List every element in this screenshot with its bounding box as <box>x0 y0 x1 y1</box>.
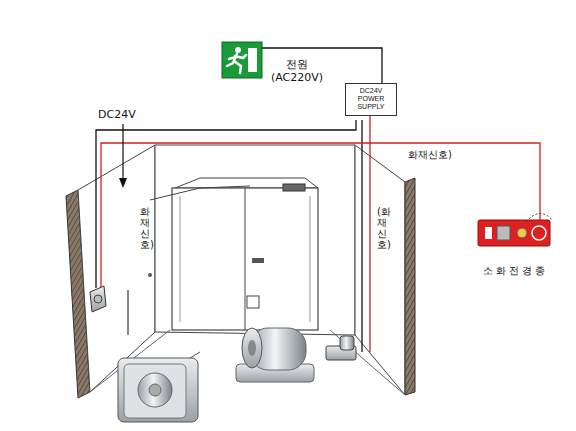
door-plate <box>247 296 259 308</box>
door-handle <box>148 273 152 277</box>
door-holder-front <box>124 364 186 418</box>
door-frame <box>172 188 318 330</box>
left-wall <box>78 145 155 392</box>
door-holder-face <box>138 373 172 407</box>
exit-figure <box>235 47 241 53</box>
exit-figure <box>227 54 246 73</box>
exit-sign <box>222 42 262 78</box>
fire-bell-unit: 소 화 전 경 종 <box>472 214 556 278</box>
fire-bell-sound <box>526 213 552 222</box>
door-panel <box>180 196 181 322</box>
door-panel <box>310 196 311 322</box>
dc24v-arrowhead <box>119 178 127 188</box>
fire-bell-button <box>497 226 510 240</box>
box-label: DC24V POWER SUPPLY <box>348 87 394 111</box>
power-label: DC24V <box>98 108 136 121</box>
dc24v-arrow <box>122 124 123 180</box>
signal-label: 화재신호) <box>408 149 452 161</box>
dc24v-wire <box>96 120 356 288</box>
floor-line <box>330 330 405 395</box>
device-label: 소 화 전 경 종 <box>472 264 556 278</box>
fire-signal-wire <box>369 143 370 352</box>
door-holder-box <box>118 358 198 422</box>
back-wall <box>155 145 355 335</box>
signal-label: (화재신호) <box>377 206 387 250</box>
door-holder-face <box>149 384 161 396</box>
wall-magnet <box>90 286 106 312</box>
closer-arm <box>150 186 250 200</box>
leader-line <box>128 290 129 335</box>
fire-signal-wire <box>370 116 540 220</box>
door-lock <box>252 258 264 263</box>
fire-bell-lamp <box>485 227 492 239</box>
wall-magnet-face <box>94 295 102 303</box>
floor-holder-face <box>242 328 262 368</box>
door-closer <box>283 184 305 191</box>
exit-door <box>248 48 257 72</box>
wall-edge <box>405 178 415 395</box>
fire-bell <box>532 226 546 240</box>
door-split <box>245 188 246 330</box>
dc24v-wire <box>361 120 362 352</box>
floor-holder-small <box>340 336 354 350</box>
signal-label: 화재신호) <box>140 206 150 250</box>
fire-signal-wire <box>101 143 370 287</box>
power-supply-box: DC24V POWER SUPPLY <box>345 83 397 116</box>
power-label: 전원 (AC220V) <box>268 58 326 84</box>
fire-bell-panel <box>478 220 550 246</box>
fire-bell-indicator <box>517 228 527 238</box>
floor-holder-face <box>248 340 256 356</box>
